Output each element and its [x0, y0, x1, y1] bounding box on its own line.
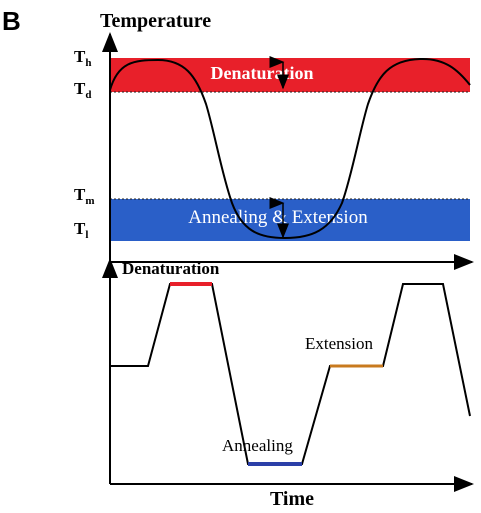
denaturation-band — [110, 58, 470, 92]
th-label: Th — [74, 47, 91, 69]
extension-step-label: Extension — [305, 334, 373, 353]
denaturation-step-label: Denaturation — [122, 259, 220, 278]
temperature-axis-label: Temperature — [100, 10, 211, 32]
panel-label: B — [2, 6, 21, 36]
annealing-extension-band-label: Annealing & Extension — [188, 207, 368, 228]
denaturation-band-label: Denaturation — [211, 63, 314, 83]
tl-label: Tl — [74, 219, 88, 241]
annealing-extension-band — [110, 199, 470, 241]
td-label: Td — [74, 79, 91, 101]
tm-label: Tm — [74, 185, 95, 207]
annealing-step-label: Annealing — [222, 436, 293, 455]
time-axis-label: Time — [270, 488, 314, 510]
